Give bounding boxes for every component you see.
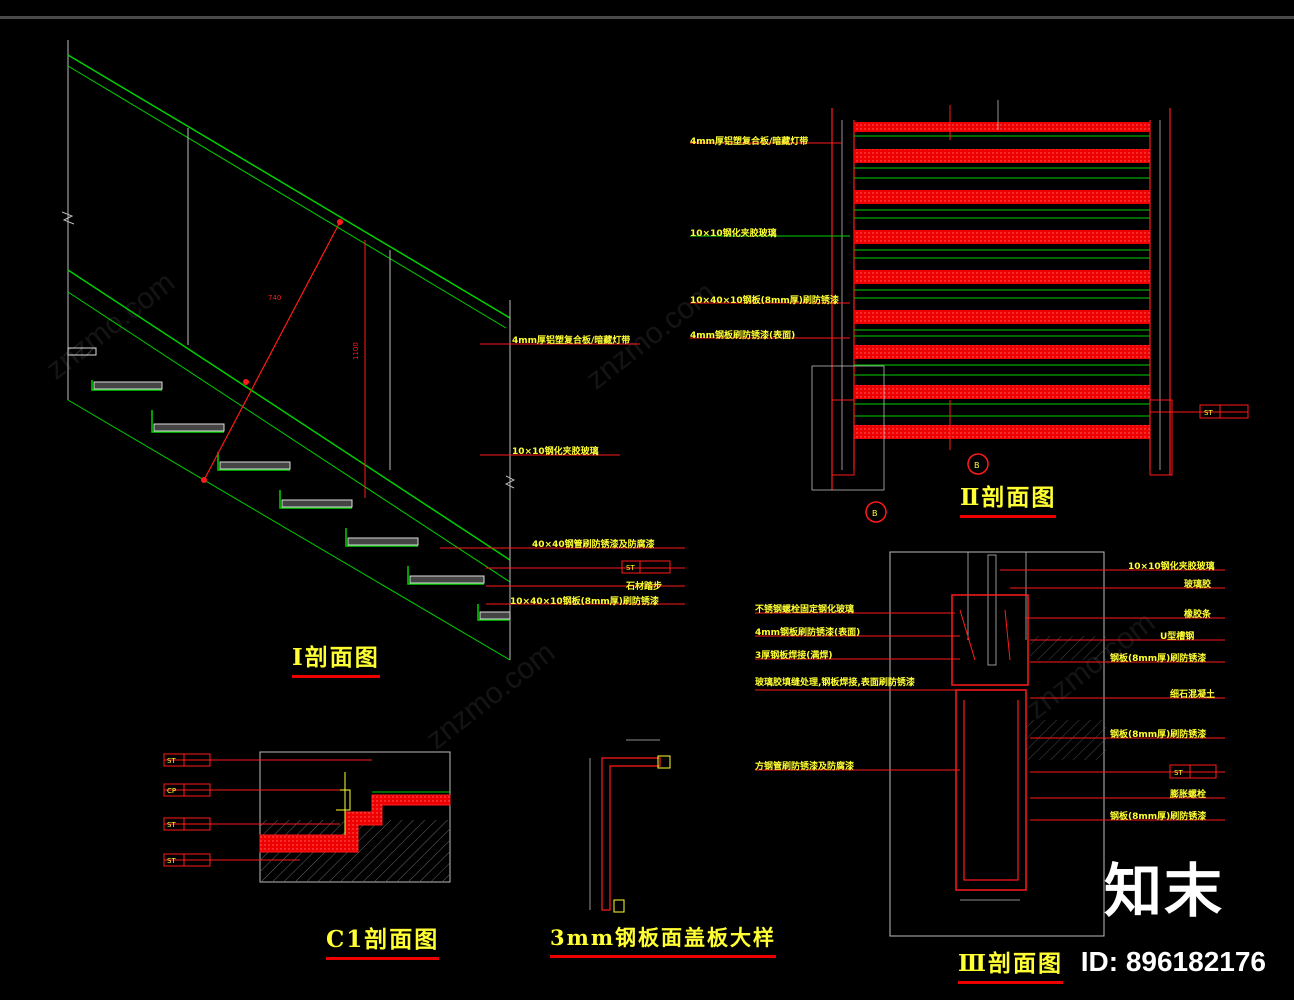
- brand-id: ID: 896182176: [1080, 946, 1266, 977]
- tag-st: ST: [167, 821, 176, 829]
- label-rb-left-2: 3厚钢板焊接(满焊): [755, 651, 833, 661]
- label-rb-right-3: U型槽钢: [1160, 632, 1195, 642]
- label-rb-right-6: 钢板(8mm厚)刷防锈漆: [1110, 730, 1207, 740]
- label-rb-left-4: 方钢管刷防锈漆及防腐漆: [755, 762, 855, 772]
- viewer-top-bar: [0, 0, 1294, 19]
- tag-st: ST: [626, 564, 635, 572]
- cap-plate-detail: [589, 739, 671, 913]
- svg-text:B: B: [974, 461, 980, 470]
- label-rb-left-3: 玻璃胶填缝处理,钢板焊接,表面刷防锈漆: [755, 678, 915, 688]
- label-rb-left-1: 4mm钢板刷防锈漆(表面): [755, 628, 861, 638]
- right-top-section: B B ST: [690, 100, 1249, 523]
- label-rb-right-1: 玻璃胶: [1184, 580, 1212, 590]
- title-section-right-bottom: Ⅲ剖面图: [958, 944, 1064, 984]
- title-section-c1: C1剖面图: [326, 920, 440, 960]
- label-rb-right-4: 钢板(8mm厚)刷防锈漆: [1110, 654, 1207, 664]
- svg-text:B: B: [872, 509, 878, 518]
- label-rb-right-5: 细石混凝土: [1170, 690, 1216, 700]
- label-right-top-2: 10×40×10钢板(8mm厚)刷防锈漆: [690, 296, 839, 306]
- title-cap-plate: 3mm钢板面盖板大样: [550, 922, 777, 958]
- tag-cp: CP: [167, 787, 176, 795]
- brand-logo: 知末: [1103, 857, 1224, 925]
- c1-section: ST CP ST ST: [163, 751, 451, 883]
- label-right-top-1: 10×10钢化夹胶玻璃: [690, 229, 777, 239]
- right-bottom-section: ST: [755, 551, 1225, 937]
- stair-treads: [67, 347, 511, 621]
- tag-st: ST: [167, 857, 176, 865]
- label-left-3: 石材踏步: [626, 582, 663, 592]
- tag-st: ST: [1204, 409, 1213, 417]
- label-left-1: 10×10钢化夹胶玻璃: [512, 447, 599, 457]
- svg-text:1100: 1100: [352, 342, 360, 360]
- label-rb-right-0: 10×10钢化夹胶玻璃: [1128, 562, 1215, 572]
- label-right-top-3: 4mm钢板刷防锈漆(表面): [690, 331, 796, 341]
- label-right-top-0: 4mm厚铝塑复合板/暗藏灯带: [690, 137, 809, 147]
- label-left-0: 4mm厚铝塑复合板/暗藏灯带: [512, 336, 631, 346]
- label-rb-right-7: 膨胀螺栓: [1170, 790, 1207, 800]
- label-left-2: 40×40钢管刷防锈漆及防腐漆: [532, 540, 655, 550]
- label-left-4: 10×40×10钢板(8mm厚)刷防锈漆: [510, 597, 659, 607]
- label-rb-left-0: 不锈钢螺栓固定钢化玻璃: [755, 605, 855, 615]
- svg-text:740: 740: [268, 294, 281, 302]
- tag-st: ST: [167, 757, 176, 765]
- label-rb-right-8: 钢板(8mm厚)刷防锈漆: [1110, 812, 1207, 822]
- title-section-left: Ⅰ剖面图: [292, 638, 380, 678]
- tag-st: ST: [1174, 769, 1183, 777]
- title-section-right-top: Ⅱ剖面图: [960, 478, 1057, 518]
- left-stair-section: 740 1100 ST: [61, 40, 685, 661]
- label-rb-right-2: 橡胶条: [1184, 610, 1212, 620]
